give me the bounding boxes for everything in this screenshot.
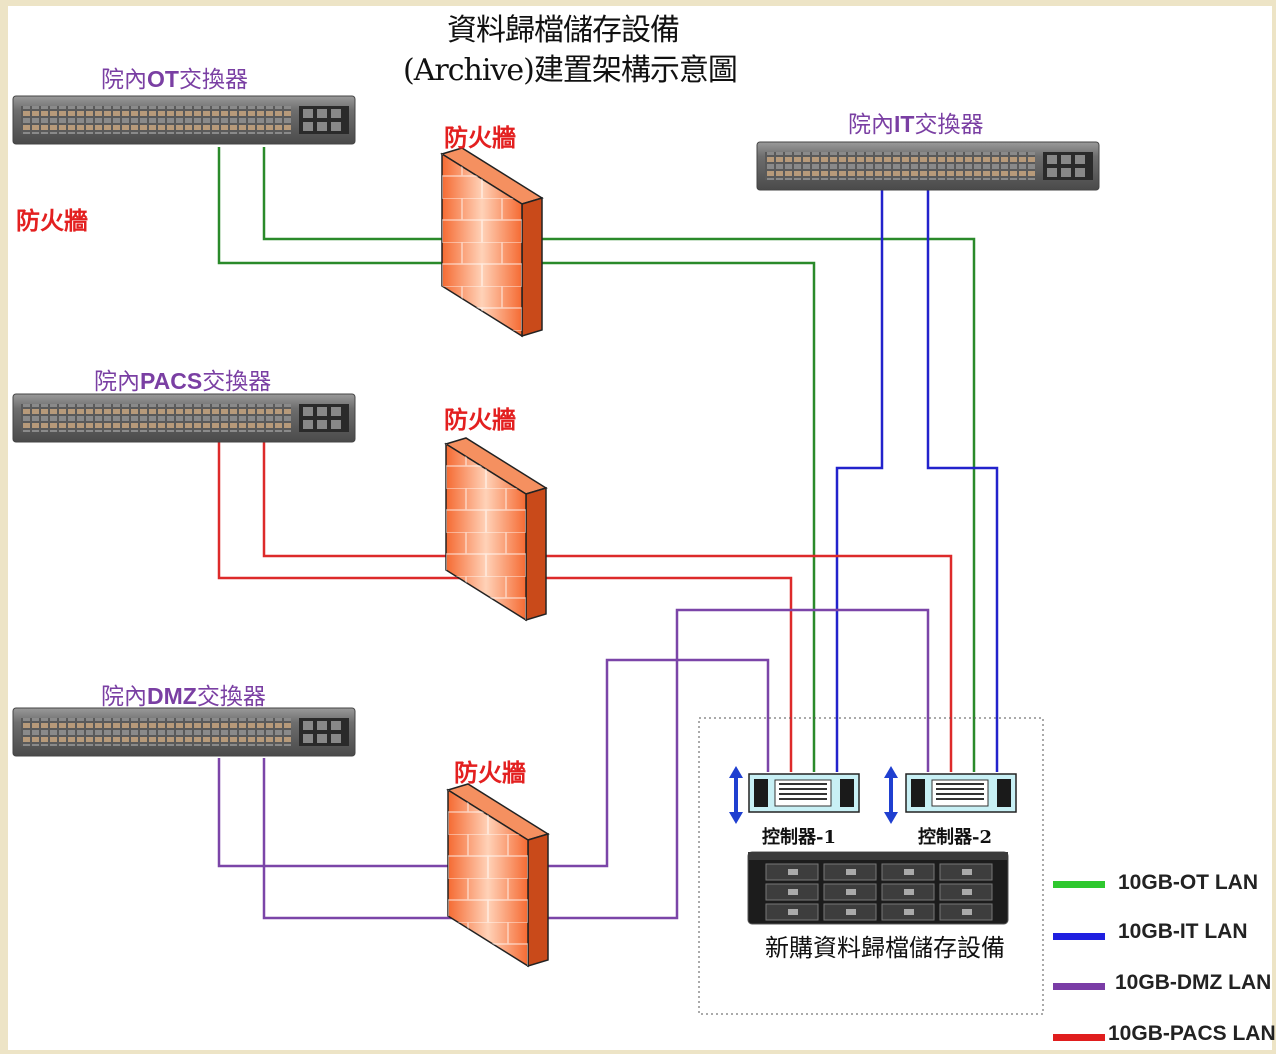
firewall-2 (444, 437, 548, 622)
firewall-side-label: 防火牆 (16, 206, 88, 235)
controller-2-arrow-icon (884, 766, 898, 824)
switch-pacs-code: PACS (140, 368, 203, 394)
legend-swatch-dmz (1053, 983, 1105, 990)
switch-ot-label: 院內OT交換器 (101, 60, 248, 94)
switch-pacs-prefix: 院內 (94, 369, 140, 395)
diagram-svg (12, 95, 1105, 1041)
diagram-canvas: 資料歸檔儲存設備 (Archive)建置架構示意圖 院內OT交換器 院內PACS… (8, 6, 1276, 1050)
storage-device-label: 新購資料歸檔儲存設備 (765, 934, 1005, 962)
legend-swatch-ot (1053, 881, 1105, 888)
switch-pacs (12, 393, 356, 443)
switch-dmz-code: DMZ (147, 683, 197, 709)
switch-dmz (12, 707, 356, 757)
switch-dmz-label: 院內DMZ交換器 (101, 677, 266, 711)
firewall-3 (446, 783, 550, 968)
dmz-line-1 (217, 658, 770, 868)
switch-it (756, 141, 1100, 191)
title-line-2: (Archive)建置架構示意圖 (403, 53, 738, 88)
legend-label-it: 10GB-IT LAN (1118, 920, 1248, 943)
storage-box (698, 717, 1044, 1015)
legend-label-ot: 10GB-OT LAN (1118, 871, 1259, 894)
legend-label-pacs: 10GB-PACS LAN (1108, 1022, 1276, 1045)
controller-1 (748, 773, 860, 813)
ot-line-2 (262, 147, 976, 772)
storage-device (747, 851, 1009, 925)
it-line-1 (835, 190, 884, 772)
pacs-line-2 (262, 442, 953, 772)
ot-lines (217, 147, 976, 772)
switch-dmz-prefix: 院內 (101, 684, 147, 710)
controller-2 (905, 773, 1017, 813)
switch-pacs-label: 院內PACS交換器 (94, 362, 271, 396)
switch-ot-prefix: 院內 (101, 67, 147, 93)
switch-it-prefix: 院內 (848, 112, 894, 138)
switch-it-label: 院內IT交換器 (848, 105, 983, 139)
switch-it-code: IT (894, 111, 915, 137)
it-line-2 (926, 190, 999, 772)
legend-swatch-it (1053, 933, 1105, 940)
switch-it-suffix: 交換器 (914, 112, 984, 138)
controller-1-arrow-icon (729, 766, 743, 824)
switch-ot-code: OT (147, 66, 179, 92)
firewall-3-label: 防火牆 (454, 758, 526, 787)
firewall-1-label: 防火牆 (444, 123, 516, 152)
firewall-2-label: 防火牆 (444, 405, 516, 434)
legend-label-dmz: 10GB-DMZ LAN (1115, 971, 1272, 994)
controller-2-label: 控制器-2 (918, 827, 992, 848)
switch-pacs-suffix: 交換器 (202, 369, 272, 395)
firewall-1 (440, 147, 544, 338)
dmz-line-2 (262, 608, 930, 920)
it-lines (835, 190, 999, 772)
diagram-title: 資料歸檔儲存設備 (Archive)建置架構示意圖 (403, 11, 738, 91)
dmz-lines (217, 608, 930, 920)
title-line-1: 資料歸檔儲存設備 (447, 13, 680, 48)
switch-dmz-suffix: 交換器 (196, 684, 266, 710)
controller-1-label: 控制器-1 (762, 827, 836, 848)
switch-ot-suffix: 交換器 (178, 67, 248, 93)
switch-ot (12, 95, 356, 145)
legend-swatch-pacs (1053, 1034, 1105, 1041)
